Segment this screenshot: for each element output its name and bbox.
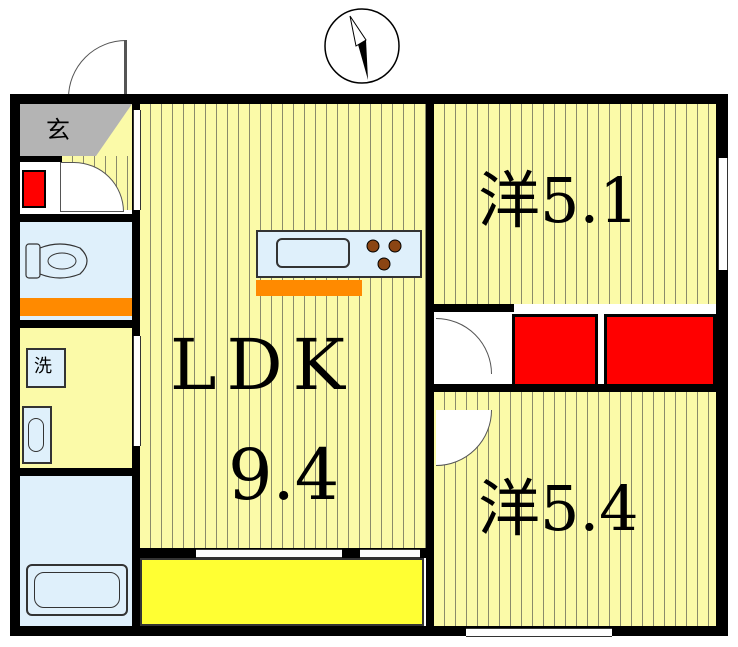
wall-ldk-right: [426, 94, 434, 636]
stove-icon: [366, 239, 402, 271]
western-room-2-label: 洋5.4: [478, 472, 639, 545]
ldk-label: LDK: [170, 324, 355, 406]
wall-toilet-bottom: [20, 320, 132, 328]
closet-1: [512, 314, 598, 388]
ldk-size: 9.4: [228, 434, 340, 516]
washbasin-bowl: [28, 418, 44, 452]
hall-door-opening: [133, 110, 141, 210]
room1-window: [718, 158, 728, 270]
shoe-cabinet: [22, 170, 46, 208]
closet-2: [604, 314, 716, 388]
balcony: [140, 558, 424, 626]
toilet-icon: [25, 243, 88, 279]
sink-icon: [276, 238, 350, 268]
entrance-label: 玄: [46, 116, 70, 144]
wall-shoe-top: [20, 156, 62, 162]
wall-left: [10, 94, 20, 636]
wall-room1-bottom: [434, 304, 514, 312]
washroom-door-opening: [133, 336, 141, 446]
western-room-1-label: 洋5.1: [478, 164, 639, 237]
toilet-counter: [20, 298, 132, 316]
western-room-1-floor: [434, 104, 716, 304]
wall-rooms-divider: [426, 384, 716, 392]
wall-bath-top: [20, 468, 132, 476]
ldk-floor: [140, 104, 426, 556]
wall-top: [10, 94, 128, 104]
bathtub-inner: [34, 572, 120, 608]
kitchen-backsplash: [256, 280, 362, 296]
balcony-window-2: [360, 549, 420, 558]
entrance-door-leaf: [124, 40, 127, 98]
washer-label: 洗: [34, 356, 52, 377]
washer-spot: [26, 348, 66, 388]
balcony-window: [196, 549, 342, 558]
compass-north-icon: [324, 8, 400, 84]
wall-toilet-top: [20, 214, 132, 222]
wall-bottom: [10, 626, 728, 636]
washbasin-icon: [22, 406, 52, 464]
room2-window: [466, 628, 612, 637]
